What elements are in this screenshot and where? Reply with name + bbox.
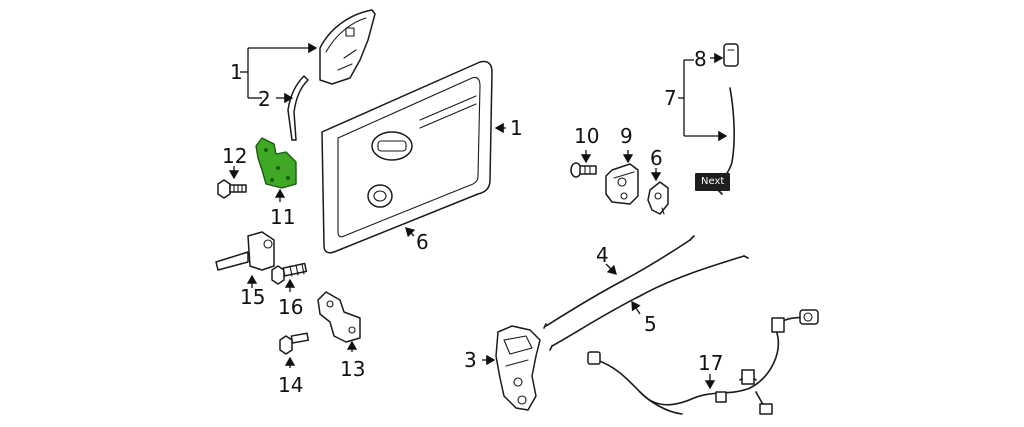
bolt-part-16[interactable] <box>271 262 308 285</box>
clip-part-6[interactable] <box>647 181 669 215</box>
callout-13: 13 <box>340 357 365 381</box>
bolt-part-12[interactable] <box>217 179 247 199</box>
bracket-7-8 <box>678 59 728 142</box>
callout-1-right: 1 <box>510 116 523 140</box>
hinge-part-highlighted[interactable] <box>255 137 297 189</box>
callout-2: 2 <box>258 87 271 111</box>
callout-1-top: 1 <box>230 60 243 84</box>
next-tooltip[interactable]: Next <box>695 173 731 191</box>
bolt-part-14[interactable] <box>279 332 310 355</box>
callout-11: 11 <box>270 205 295 229</box>
callout-8: 8 <box>694 47 707 71</box>
rod-part-4[interactable] <box>543 235 695 329</box>
lower-hinge-part[interactable] <box>317 291 361 343</box>
seal-strip-part[interactable] <box>287 75 309 141</box>
callout-6-right: 6 <box>650 146 663 170</box>
callout-10: 10 <box>574 124 599 148</box>
bracket-1-2 <box>240 42 318 104</box>
wiring-harness-part-17[interactable] <box>587 309 819 415</box>
door-panel-part[interactable] <box>321 60 493 254</box>
callout-6-left: 6 <box>416 230 429 254</box>
callout-14: 14 <box>278 373 303 397</box>
callout-3: 3 <box>464 348 477 372</box>
callout-9: 9 <box>620 124 633 148</box>
callout-12: 12 <box>222 144 247 168</box>
callout-5: 5 <box>644 312 657 336</box>
latch-part-3[interactable] <box>495 325 541 411</box>
cap-part-8[interactable] <box>723 43 739 67</box>
callout-4: 4 <box>596 243 609 267</box>
callout-7: 7 <box>664 86 677 110</box>
mirror-part[interactable] <box>319 9 376 85</box>
callout-16: 16 <box>278 295 303 319</box>
bolt-part-10[interactable] <box>570 162 597 178</box>
rod-part-5[interactable] <box>549 255 749 351</box>
callout-15: 15 <box>240 285 265 309</box>
callout-17: 17 <box>698 351 723 375</box>
striker-part-9[interactable] <box>605 163 639 205</box>
door-check-part[interactable] <box>215 231 275 271</box>
